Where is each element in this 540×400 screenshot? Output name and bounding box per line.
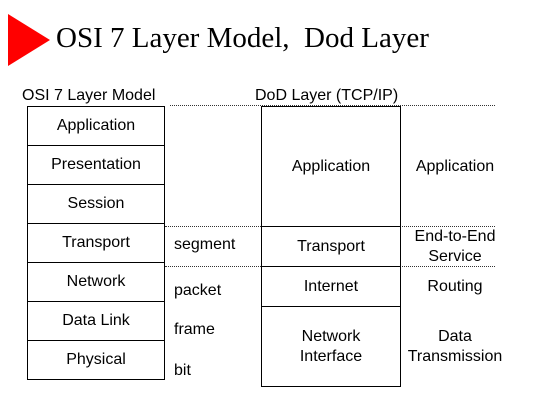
role-data-transmission: Data Transmission <box>407 328 503 365</box>
red-triangle-arrow-icon <box>8 14 50 66</box>
dod-layer-network-interface: Network Interface <box>261 306 401 387</box>
pdu-bit: bit <box>174 362 191 379</box>
osi-layer-data-link: Data Link <box>27 301 165 341</box>
dod-layer-stack: Application Transport Internet Network I… <box>261 106 401 387</box>
osi-layer-application: Application <box>27 106 165 146</box>
dod-layer-application: Application <box>261 106 401 227</box>
role-routing: Routing <box>427 278 483 295</box>
dod-heading: DoD Layer (TCP/IP) <box>255 87 399 104</box>
page-title: OSI 7 Layer Model, Dod Layer <box>56 22 429 54</box>
osi-layer-transport: Transport <box>27 223 165 263</box>
osi-layer-stack: Application Presentation Session Transpo… <box>27 106 165 380</box>
osi-layer-session: Session <box>27 184 165 224</box>
osi-layer-physical: Physical <box>27 340 165 380</box>
pdu-packet: packet <box>174 282 222 299</box>
dod-layer-transport: Transport <box>261 226 401 267</box>
osi-layer-network: Network <box>27 262 165 302</box>
dod-layer-internet: Internet <box>261 266 401 307</box>
divider-top <box>170 105 495 106</box>
role-end-to-end-service: End-to-End Service <box>414 228 496 265</box>
pdu-segment: segment <box>174 236 236 253</box>
osi-heading: OSI 7 Layer Model <box>22 87 156 104</box>
role-application: Application <box>415 158 495 175</box>
pdu-frame: frame <box>174 321 215 338</box>
osi-layer-presentation: Presentation <box>27 145 165 185</box>
